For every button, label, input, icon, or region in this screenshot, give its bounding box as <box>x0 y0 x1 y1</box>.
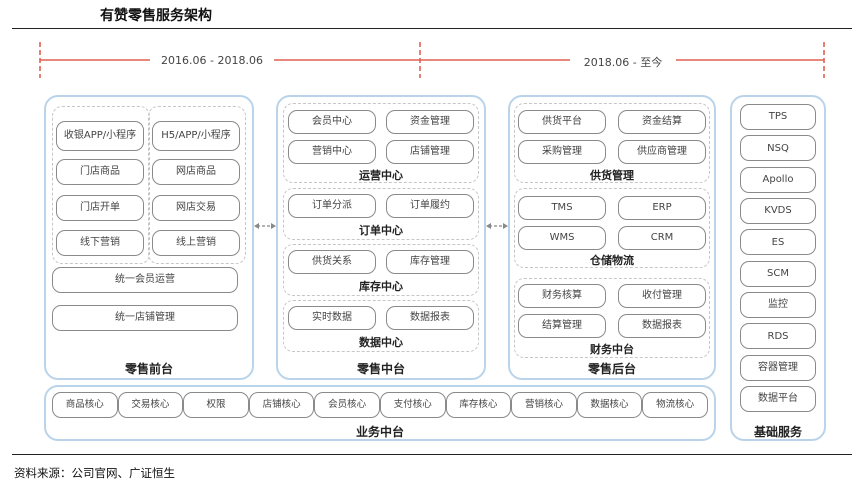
back-pill-wms: WMS <box>518 226 606 250</box>
middle-data-label: 数据中心 <box>359 336 403 349</box>
biz-pill-trade-core: 交易核心 <box>117 392 184 418</box>
front-pill-store-order: 门店开单 <box>56 195 144 221</box>
back-pill-erp: ERP <box>618 196 706 220</box>
biz-pill-pay-core: 支付核心 <box>379 392 446 418</box>
front-pill-unified-store: 统一店铺管理 <box>52 305 238 331</box>
business-middle-row: 商品核心 交易核心 权限 店铺核心 会员核心 支付核心 库存核心 营销核心 数据… <box>52 392 708 418</box>
back-pill-crm: CRM <box>618 226 706 250</box>
front-pill-online-goods: 网店商品 <box>152 159 240 185</box>
middle-pill-stock-mgmt: 库存管理 <box>386 250 474 274</box>
middle-pill-realtime-data: 实时数据 <box>288 306 376 330</box>
middle-pill-store-mgmt: 店铺管理 <box>386 140 474 164</box>
middle-stock-group <box>283 244 479 296</box>
middle-pill-supply-relation: 供货关系 <box>288 250 376 274</box>
retail-front-label: 零售前台 <box>124 362 173 376</box>
front-col1-group <box>52 106 150 264</box>
timeline-period-1: 2016.06 - 2018.06 <box>150 54 274 67</box>
timeline <box>39 42 825 78</box>
retail-middle-label: 零售中台 <box>356 362 405 376</box>
base-services-column: TPS NSQ Apollo KVDS ES SCM 监控 RDS 容器管理 数… <box>740 104 816 412</box>
middle-pill-member-center: 会员中心 <box>288 110 376 134</box>
footer-rule <box>12 454 852 455</box>
biz-pill-permission: 权限 <box>183 392 249 418</box>
middle-ops-group <box>283 103 479 183</box>
base-pill-container-mgmt: 容器管理 <box>740 354 816 381</box>
double-arrow-icon <box>486 223 508 229</box>
front-pill-h5-app: H5/APP/小程序 <box>152 121 240 151</box>
back-pill-data-report: 数据报表 <box>618 314 706 338</box>
biz-pill-store-core: 店铺核心 <box>248 392 315 418</box>
base-pill-kvds: KVDS <box>740 197 816 224</box>
middle-stock-label: 库存中心 <box>359 280 403 293</box>
base-services-label: 基础服务 <box>753 425 802 439</box>
base-pill-tps: TPS <box>740 104 816 130</box>
base-pill-nsq: NSQ <box>740 135 816 162</box>
back-pill-payment-mgmt: 收付管理 <box>618 284 706 308</box>
front-pill-cashier-app: 收银APP/小程序 <box>56 121 144 151</box>
header-rule <box>12 28 852 29</box>
middle-pill-marketing-center: 营销中心 <box>288 140 376 164</box>
middle-pill-order-fulfil: 订单履约 <box>386 194 474 218</box>
middle-order-label: 订单中心 <box>359 224 403 237</box>
biz-pill-member-core: 会员核心 <box>314 392 380 418</box>
back-supply-group <box>514 103 710 183</box>
back-pill-supplier-mgmt: 供应商管理 <box>618 140 706 164</box>
back-logistics-label: 仓储物流 <box>590 254 634 267</box>
front-pill-offline-marketing: 线下营销 <box>56 230 144 256</box>
front-col2-group <box>148 106 246 264</box>
biz-pill-stock-core: 库存核心 <box>445 392 512 418</box>
middle-ops-label: 运营中心 <box>359 169 403 182</box>
back-pill-fund-settle: 资金结算 <box>618 110 706 134</box>
biz-pill-marketing-core: 营销核心 <box>511 392 577 418</box>
front-pill-unified-member: 统一会员运营 <box>52 267 238 293</box>
source-note: 资料来源：公司官网、广证恒生 <box>14 466 175 480</box>
double-arrow-icon <box>254 223 276 229</box>
base-pill-scm: SCM <box>740 260 816 287</box>
middle-order-group <box>283 188 479 240</box>
timeline-period-2: 2018.06 - 至今 <box>570 54 676 70</box>
back-finance-group <box>514 278 710 358</box>
back-finance-label: 财务中台 <box>590 343 634 356</box>
base-pill-rds: RDS <box>740 323 816 350</box>
back-pill-settle-mgmt: 结算管理 <box>518 314 606 338</box>
base-pill-data-platform: 数据平台 <box>740 385 816 412</box>
middle-pill-data-report: 数据报表 <box>386 306 474 330</box>
biz-pill-data-core: 数据核心 <box>576 392 643 418</box>
base-pill-es: ES <box>740 229 816 256</box>
back-pill-purchase-mgmt: 采购管理 <box>518 140 606 164</box>
back-pill-fin-accounting: 财务核算 <box>518 284 606 308</box>
front-pill-online-marketing: 线上营销 <box>152 230 240 256</box>
biz-pill-goods-core: 商品核心 <box>52 392 118 418</box>
back-logistics-group <box>514 188 710 268</box>
retail-back-label: 零售后台 <box>587 362 636 376</box>
middle-pill-order-dispatch: 订单分派 <box>288 194 376 218</box>
front-pill-online-trade: 网店交易 <box>152 195 240 221</box>
base-pill-apollo: Apollo <box>740 166 816 193</box>
back-pill-supply-platform: 供货平台 <box>518 110 606 134</box>
back-supply-label: 供货管理 <box>590 169 634 182</box>
front-pill-store-goods: 门店商品 <box>56 159 144 185</box>
base-pill-monitor: 监控 <box>740 291 816 318</box>
business-middle-label: 业务中台 <box>355 425 404 439</box>
page-title: 有赞零售服务架构 <box>100 8 212 24</box>
middle-pill-fund-mgmt: 资金管理 <box>386 110 474 134</box>
biz-pill-logistics-core: 物流核心 <box>642 392 708 418</box>
back-pill-tms: TMS <box>518 196 606 220</box>
middle-data-group <box>283 300 479 352</box>
